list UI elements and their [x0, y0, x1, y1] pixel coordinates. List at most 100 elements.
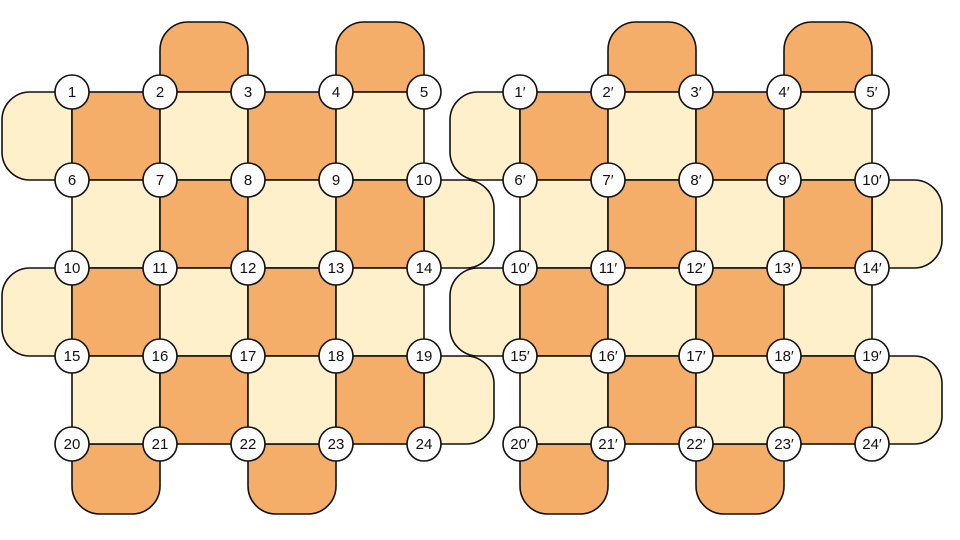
node: 15 — [54, 338, 90, 374]
node: 9 — [318, 162, 354, 198]
node-circle — [318, 426, 354, 462]
node-circle — [406, 338, 442, 374]
node-label: 20′ — [510, 436, 530, 453]
node-circle — [54, 162, 90, 198]
node: 21′ — [590, 426, 626, 462]
node-label: 2 — [156, 84, 164, 101]
node-label: 21 — [152, 436, 169, 453]
node: 2 — [142, 74, 178, 110]
node-label: 24′ — [862, 436, 882, 453]
node: 22′ — [678, 426, 714, 462]
node-label: 8′ — [690, 172, 701, 189]
node-circle — [406, 74, 442, 110]
cell-r2-c4 — [335, 179, 425, 269]
node-circle — [142, 338, 178, 374]
node-circle — [766, 162, 802, 198]
node-label: 24 — [416, 436, 433, 453]
node: 12 — [230, 250, 266, 286]
node-circle — [54, 338, 90, 374]
node-circle — [502, 250, 538, 286]
node: 24 — [406, 426, 442, 462]
node-label: 13′ — [774, 260, 794, 277]
node-label: 6 — [68, 172, 76, 189]
node: 17′ — [678, 338, 714, 374]
flap-left-2 — [1, 267, 73, 357]
node-circle — [678, 338, 714, 374]
flap-top-1 — [159, 21, 249, 93]
node-label: 12′ — [686, 260, 706, 277]
node-label: 3 — [244, 84, 252, 101]
flap-top-3 — [783, 21, 873, 93]
node-label: 10 — [64, 260, 81, 277]
node-circle — [766, 250, 802, 286]
node-label: 8 — [244, 172, 252, 189]
node: 5′ — [854, 74, 890, 110]
node-label: 6′ — [514, 172, 525, 189]
node-circle — [590, 426, 626, 462]
node-label: 15′ — [510, 348, 530, 365]
node-label: 4′ — [778, 84, 789, 101]
node: 1′ — [502, 74, 538, 110]
node-label: 11 — [152, 260, 168, 277]
node-circle — [142, 74, 178, 110]
node: 10 — [406, 162, 442, 198]
node-circle — [406, 162, 442, 198]
node-circle — [230, 426, 266, 462]
node-label: 21′ — [598, 436, 618, 453]
node-circle — [54, 74, 90, 110]
node-circle — [502, 74, 538, 110]
node-circle — [854, 250, 890, 286]
node: 15′ — [502, 338, 538, 374]
node-circle — [54, 250, 90, 286]
node-circle — [502, 338, 538, 374]
node: 13 — [318, 250, 354, 286]
node-label: 14′ — [862, 260, 882, 277]
cell-r4-c4 — [335, 355, 425, 445]
node-circle — [230, 338, 266, 374]
node-label: 10′ — [862, 172, 882, 189]
cell-r3-c3 — [247, 267, 337, 357]
node: 20 — [54, 426, 90, 462]
node-circle — [854, 162, 890, 198]
cell-r3-c1 — [519, 267, 609, 357]
flap-right-1 — [423, 179, 495, 269]
cell-r4-c3 — [695, 355, 785, 445]
cell-r1-c4 — [335, 91, 425, 181]
cell-r2-c2 — [159, 179, 249, 269]
cell-r3-c3 — [695, 267, 785, 357]
node-circle — [318, 250, 354, 286]
node-label: 9′ — [778, 172, 789, 189]
node-circle — [678, 162, 714, 198]
node-label: 18′ — [774, 348, 794, 365]
cell-r4-c1 — [71, 355, 161, 445]
node-circle — [230, 74, 266, 110]
flap-left-0 — [1, 91, 73, 181]
node: 19′ — [854, 338, 890, 374]
node-circle — [318, 338, 354, 374]
node-label: 1 — [68, 84, 76, 101]
node: 18′ — [766, 338, 802, 374]
node-label: 11′ — [599, 260, 618, 277]
node-label: 12 — [240, 260, 257, 277]
node-label: 16′ — [598, 348, 618, 365]
node-circle — [502, 162, 538, 198]
node-circle — [142, 162, 178, 198]
node: 3′ — [678, 74, 714, 110]
node-circle — [854, 74, 890, 110]
node-label: 22 — [240, 436, 257, 453]
node-circle — [854, 426, 890, 462]
node: 8 — [230, 162, 266, 198]
node: 4′ — [766, 74, 802, 110]
node-label: 2′ — [602, 84, 613, 101]
flap-bottom-2 — [247, 443, 337, 515]
cell-r4-c2 — [607, 355, 697, 445]
node: 24′ — [854, 426, 890, 462]
node-label: 1′ — [514, 84, 525, 101]
flap-right-1 — [871, 179, 943, 269]
node: 17 — [230, 338, 266, 374]
node-circle — [678, 426, 714, 462]
node-label: 4 — [332, 84, 340, 101]
node: 18 — [318, 338, 354, 374]
